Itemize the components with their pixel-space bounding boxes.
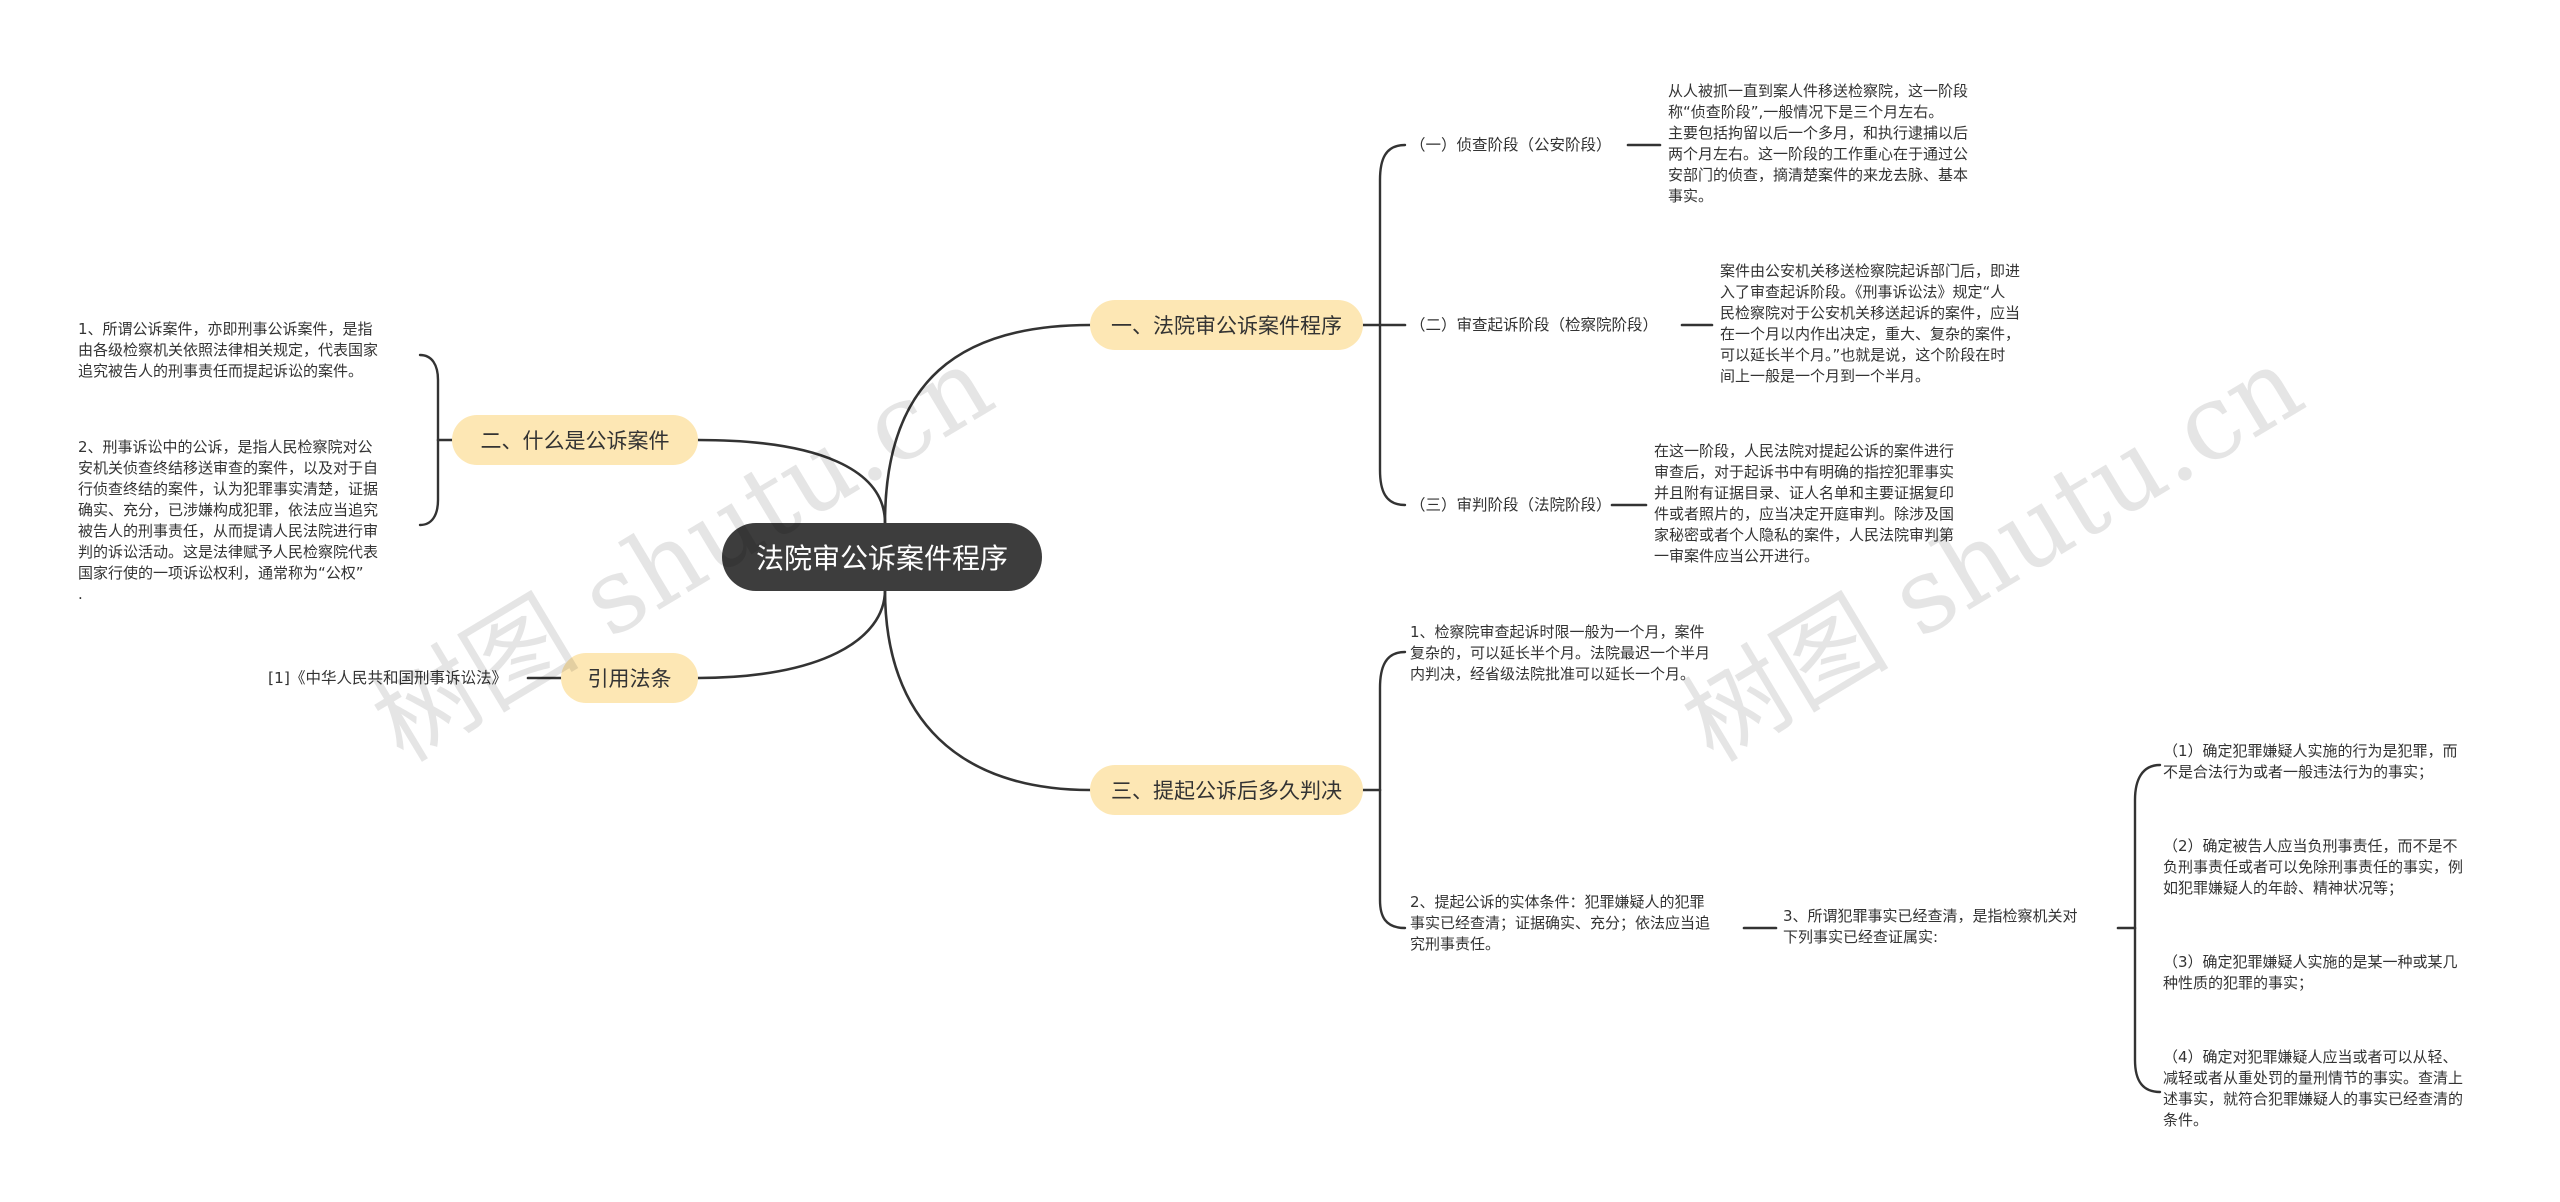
stage-review-prosecution-label[interactable]: （二）审查起诉阶段（检察院阶段）	[1410, 316, 1659, 334]
verdict-timeline-text[interactable]: 1、检察院审查起诉时限一般为一个月，案件 复杂的，可以延长半个月。法院最迟一个半…	[1410, 623, 1711, 683]
fact-condition-4[interactable]: （4）确定对犯罪嫌疑人应当或者可以从轻、 减轻或者从重处罚的量刑情节的事实。查清…	[2163, 1048, 2464, 1129]
bracket-t3	[2133, 763, 2162, 1094]
prosecution-conditions-text[interactable]: 2、提起公诉的实体条件：犯罪嫌疑人的犯罪 事实已经查清；证据确实、充分；依法应当…	[1410, 893, 1711, 953]
branch-cited-law[interactable]: 引用法条	[561, 653, 698, 703]
fact-condition-3[interactable]: （3）确定犯罪嫌疑人实施的是某一种或某几 种性质的犯罪的事实；	[2163, 953, 2458, 992]
stage-investigation-text[interactable]: 从人被抓一直到案人件移送检察院，这一阶段 称“侦查阶段”,一般情况下是三个月左右…	[1668, 82, 1969, 205]
branch-court-procedure[interactable]: 一、法院审公诉案件程序	[1090, 300, 1363, 350]
stage-review-prosecution-text[interactable]: 案件由公安机关移送检察院起诉部门后，即进 入了审查起诉阶段。《刑事诉讼法》规定“…	[1720, 262, 2021, 385]
bracket-b4	[1378, 650, 1407, 930]
definition-paragraph-2[interactable]: 2、刑事诉讼中的公诉，是指人民检察院对公 安机关侦查终结移送审查的案件，以及对于…	[78, 438, 379, 603]
edge-root-b2	[696, 438, 887, 525]
definition-paragraph-1[interactable]: 1、所谓公诉案件，亦即刑事公诉案件，是指 由各级检察机关依照法律相关规定，代表国…	[78, 320, 379, 380]
stage-trial-text[interactable]: 在这一阶段，人民法院对提起公诉的案件进行 审查后，对于起诉书中有明确的指控犯罪事…	[1654, 442, 1955, 565]
fact-condition-2[interactable]: （2）确定被告人应当负刑事责任，而不是不 负刑事责任或者可以免除刑事责任的事实，…	[2163, 837, 2464, 897]
fact-condition-1[interactable]: （1）确定犯罪嫌疑人实施的行为是犯罪，而 不是合法行为或者一般违法行为的事实；	[2163, 742, 2458, 781]
bracket-b2	[418, 353, 440, 527]
stage-investigation-label[interactable]: （一）侦查阶段（公安阶段）	[1410, 136, 1612, 154]
law-reference[interactable]: [1]《中华人民共和国刑事诉讼法》	[268, 669, 507, 687]
stage-trial-label[interactable]: （三）审判阶段（法院阶段）	[1410, 496, 1612, 514]
edge-root-b3	[696, 588, 887, 680]
edge-root-b1	[883, 323, 1092, 525]
branch-what-is-public-prosecution[interactable]: 二、什么是公诉案件	[452, 415, 698, 465]
root-topic[interactable]: 法院审公诉案件程序	[722, 523, 1042, 591]
facts-verified-text[interactable]: 3、所谓犯罪事实已经查清，是指检察机关对 下列事实已经查证属实:	[1783, 907, 2078, 946]
edge-root-b4	[883, 588, 1092, 792]
branch-how-long-until-verdict[interactable]: 三、提起公诉后多久判决	[1090, 765, 1363, 815]
